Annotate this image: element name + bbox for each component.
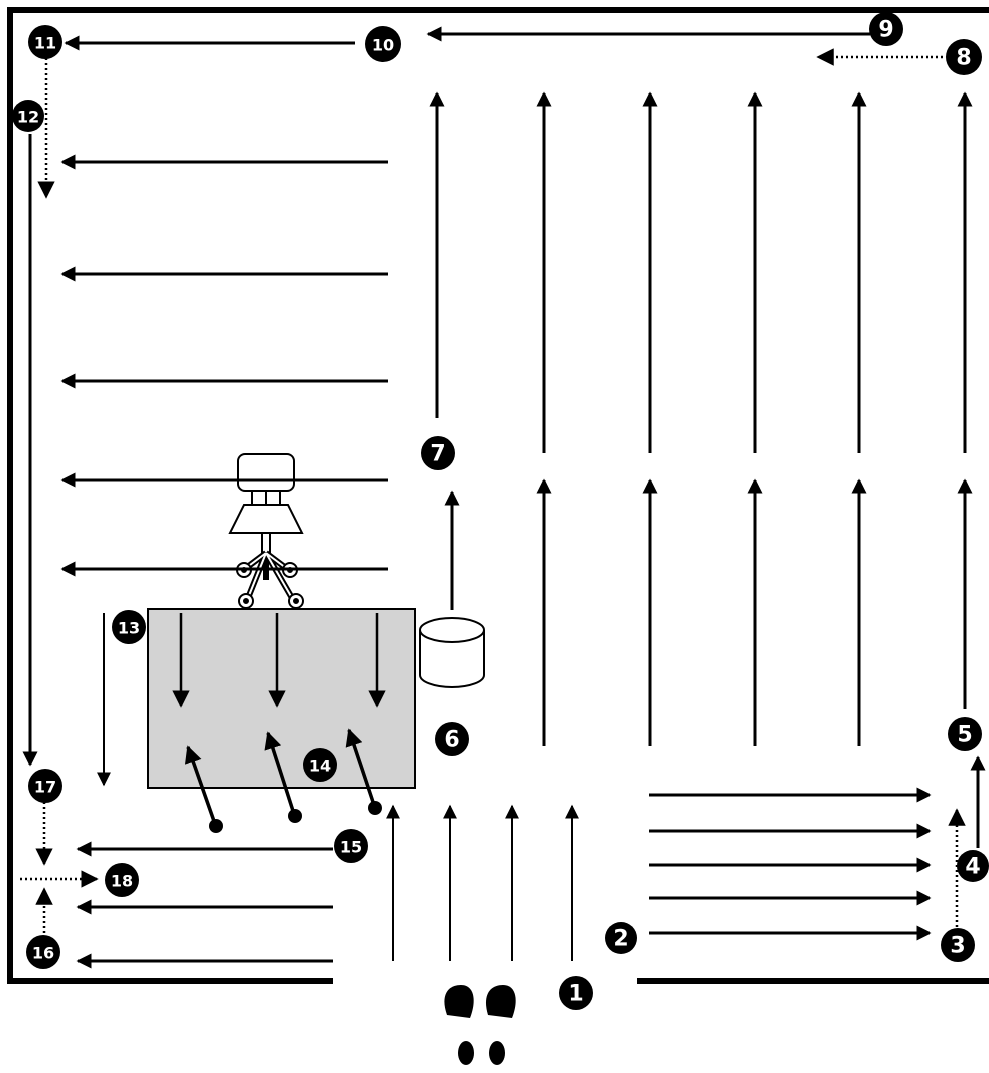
step-badge-7: 7 xyxy=(421,436,455,470)
step-number: 8 xyxy=(956,46,971,71)
footprints-icon xyxy=(444,985,515,1065)
step-badge-18: 18 xyxy=(105,863,139,897)
step-number: 14 xyxy=(309,757,331,776)
step-number: 3 xyxy=(950,934,965,959)
step-number: 12 xyxy=(17,108,39,127)
step-number: 13 xyxy=(118,619,140,638)
start-dot xyxy=(209,819,223,833)
step-badge-5: 5 xyxy=(948,717,982,751)
room-wall xyxy=(10,10,989,981)
step-badge-15: 15 xyxy=(334,829,368,863)
step-badge-16: 16 xyxy=(26,935,60,969)
start-dot xyxy=(368,801,382,815)
step-number: 17 xyxy=(34,778,56,797)
step-badge-2: 2 xyxy=(605,922,637,954)
office-chair-icon xyxy=(230,454,303,608)
floor-mat xyxy=(148,609,415,788)
step-badge-11: 11 xyxy=(28,25,62,59)
route-arrows xyxy=(20,34,978,961)
step-number: 11 xyxy=(34,34,56,53)
step-badge-4: 4 xyxy=(957,850,989,882)
step-number: 1 xyxy=(568,982,583,1007)
step-badge-12: 12 xyxy=(12,100,44,132)
step-number: 6 xyxy=(444,728,459,753)
start-dot xyxy=(288,809,302,823)
step-badge-9: 9 xyxy=(869,12,903,46)
step-badge-3: 3 xyxy=(941,928,975,962)
step-number: 16 xyxy=(32,944,54,963)
step-badge-1: 1 xyxy=(559,976,593,1010)
step-number: 7 xyxy=(430,442,445,467)
step-number: 15 xyxy=(340,838,362,857)
step-number: 9 xyxy=(878,18,893,43)
step-number: 4 xyxy=(965,855,980,880)
step-badge-13: 13 xyxy=(112,610,146,644)
step-badge-6: 6 xyxy=(435,722,469,756)
step-number: 5 xyxy=(957,723,972,748)
step-badge-17: 17 xyxy=(28,769,62,803)
step-number: 10 xyxy=(372,36,394,55)
step-number: 18 xyxy=(111,872,133,891)
step-badge-8: 8 xyxy=(946,39,982,75)
waste-bin-icon xyxy=(420,618,484,687)
step-badge-10: 10 xyxy=(365,26,401,62)
step-number: 2 xyxy=(613,927,628,952)
step-badge-14: 14 xyxy=(303,748,337,782)
